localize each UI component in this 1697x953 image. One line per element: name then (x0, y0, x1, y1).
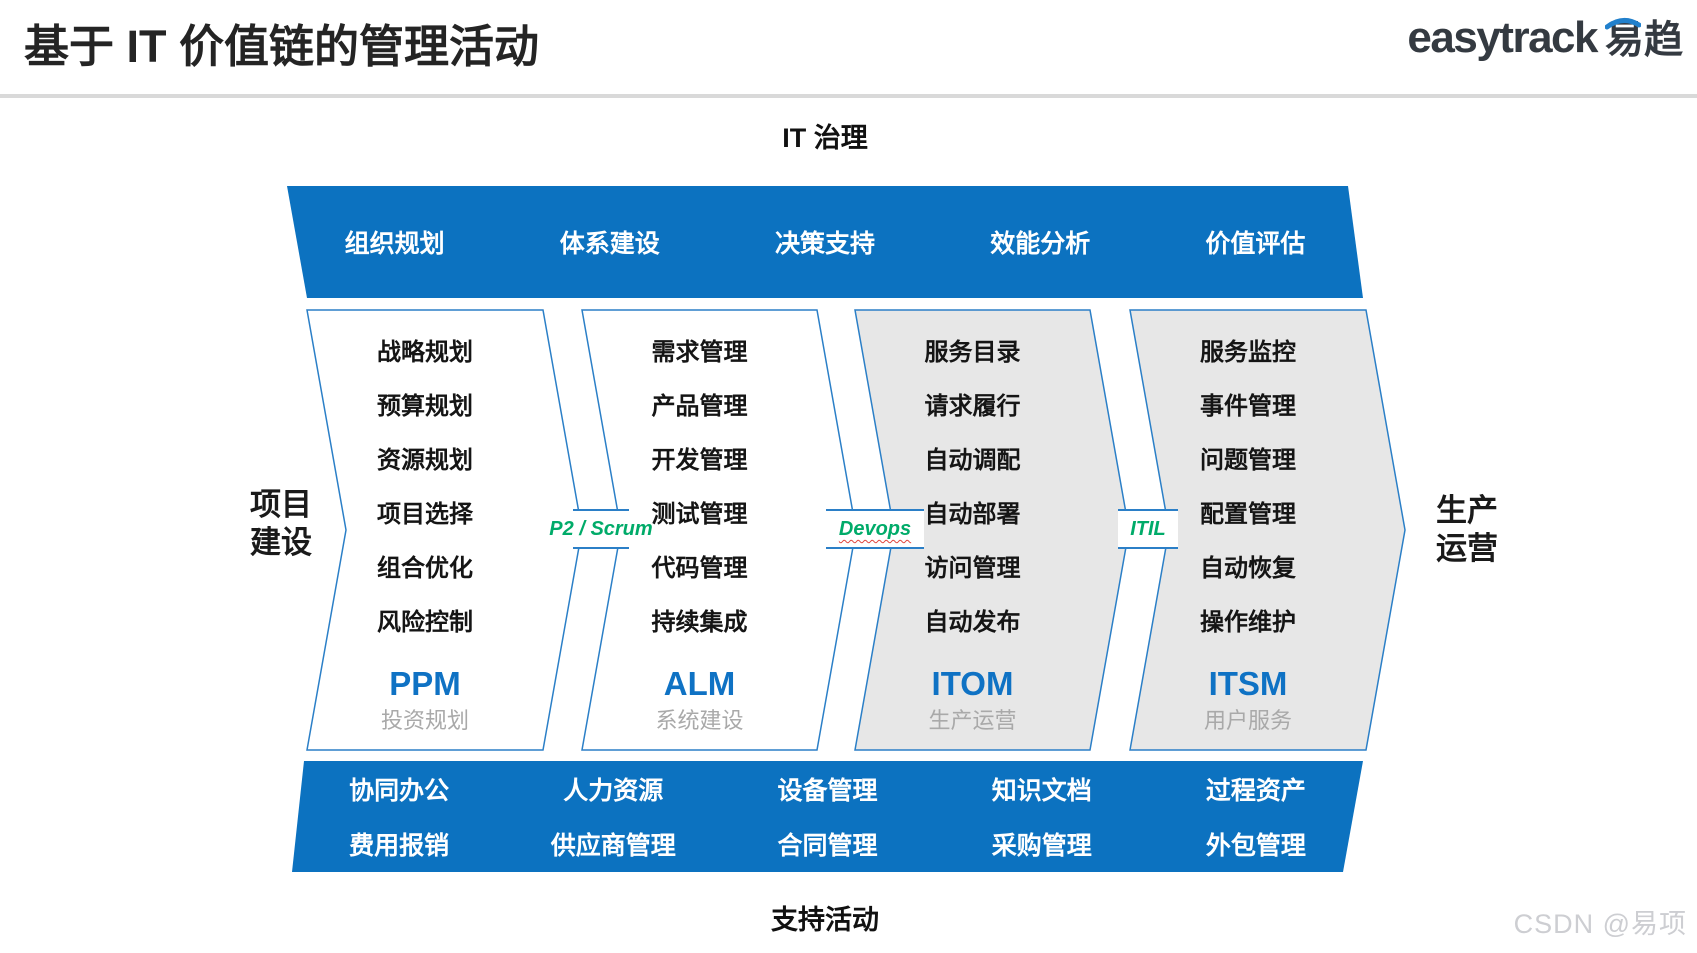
itsm-column: 服务监控 事件管理 问题管理 配置管理 自动恢复 操作维护 ITSM 用户服务 (1130, 310, 1366, 750)
side-label-right-line2: 运营 (1436, 531, 1498, 566)
ppm-item: 资源规划 (377, 447, 473, 474)
governance-band: 组织规划 体系建设 决策支持 效能分析 价值评估 (287, 186, 1363, 298)
connector-box-p2scrum (573, 509, 629, 549)
ppm-item: 项目选择 (377, 501, 473, 528)
itom-acronym: ITOM (931, 665, 1014, 702)
itom-item: 自动部署 (924, 501, 1021, 528)
governance-item: 效能分析 (990, 230, 1091, 258)
itsm-item: 问题管理 (1200, 447, 1296, 474)
itom-item: 服务目录 (924, 339, 1021, 366)
side-label-left-line2: 建设 (250, 525, 312, 560)
ppm-column-shape (306, 309, 583, 751)
itom-column: 服务目录 请求履行 自动调配 自动部署 访问管理 自动发布 ITOM 生产运营 (855, 310, 1090, 750)
brand-logo: easytrack 易趋 (1407, 13, 1683, 62)
itsm-item: 操作维护 (1200, 609, 1296, 636)
connector-itil-label: ITIL (1130, 518, 1166, 540)
watermark: CSDN @易项 (1513, 909, 1687, 939)
alm-item: 需求管理 (651, 339, 748, 366)
it-governance-title: IT 治理 (782, 123, 868, 153)
side-label-project-build: 项目 建设 (226, 486, 336, 562)
alm-item: 持续集成 (651, 609, 748, 636)
alm-acronym: ALM (663, 665, 736, 702)
side-label-right-line1: 生产 (1436, 493, 1498, 528)
support-item: 外包管理 (1205, 832, 1306, 861)
ppm-subtitle: 投资规划 (380, 708, 469, 733)
governance-item: 体系建设 (559, 230, 660, 258)
itom-item: 自动发布 (924, 609, 1021, 636)
governance-item: 决策支持 (775, 230, 876, 258)
alm-item: 产品管理 (651, 393, 748, 420)
connector-p2scrum-label: P2 / Scrum (549, 518, 653, 540)
ppm-item: 组合优化 (377, 555, 473, 582)
support-band-row-2: 费用报销 供应商管理 合同管理 采购管理 外包管理 (292, 817, 1363, 873)
ppm-column: 战略规划 预算规划 资源规划 项目选择 组合优化 风险控制 PPM 投资规划 (307, 310, 543, 750)
connector-devops-label: Devops (838, 518, 912, 540)
alm-column: 需求管理 产品管理 开发管理 测试管理 代码管理 持续集成 ALM 系统建设 (582, 310, 817, 750)
side-label-left-line1: 项目 (250, 487, 312, 522)
itom-item: 自动调配 (924, 447, 1021, 474)
header-divider (0, 94, 1697, 98)
brand-logo-cjk: 易趋 (1604, 18, 1683, 62)
ppm-item: 风险控制 (377, 609, 473, 636)
governance-band-shape (287, 186, 1363, 298)
support-item: 供应商管理 (550, 832, 676, 861)
governance-item: 组织规划 (344, 230, 445, 258)
side-label-production-ops: 生产 运营 (1412, 492, 1522, 568)
support-item: 过程资产 (1205, 776, 1306, 805)
support-band-shape (292, 761, 1363, 872)
support-item: 人力资源 (563, 776, 664, 805)
connector-box-devops (826, 509, 924, 549)
itsm-item: 配置管理 (1200, 501, 1296, 528)
connector-box-itil (1118, 509, 1178, 549)
support-activities-title: 支持活动 (771, 905, 879, 935)
alm-item: 测试管理 (651, 501, 748, 528)
logo-swoosh-icon (1604, 18, 1641, 30)
support-item: 知识文档 (991, 776, 1092, 805)
ppm-item: 预算规划 (377, 393, 473, 420)
alm-subtitle: 系统建设 (655, 708, 744, 733)
support-item: 费用报销 (349, 832, 450, 861)
itsm-subtitle: 用户服务 (1203, 708, 1292, 733)
ppm-acronym: PPM (389, 665, 461, 702)
brand-logo-cjk-text: 易趋 (1604, 19, 1683, 62)
brand-logo-latin: easytrack (1407, 13, 1598, 62)
support-band: 协同办公 人力资源 设备管理 知识文档 过程资产 费用报销 供应商管理 合同管理… (292, 761, 1363, 872)
itsm-item: 事件管理 (1200, 393, 1296, 420)
support-item: 协同办公 (349, 776, 450, 805)
ppm-item: 战略规划 (377, 339, 473, 366)
alm-item: 开发管理 (651, 447, 748, 474)
governance-item: 价值评估 (1205, 230, 1306, 258)
itom-item: 访问管理 (924, 555, 1021, 582)
itsm-acronym: ITSM (1208, 665, 1288, 702)
support-item: 设备管理 (777, 776, 878, 805)
itsm-item: 服务监控 (1200, 339, 1296, 366)
page-title: 基于 IT 价值链的管理活动 (24, 21, 539, 72)
support-band-row-1: 协同办公 人力资源 设备管理 知识文档 过程资产 (292, 761, 1363, 817)
itom-item: 请求履行 (924, 393, 1021, 420)
support-item: 采购管理 (991, 832, 1092, 861)
itsm-item: 自动恢复 (1200, 555, 1296, 582)
itom-subtitle: 生产运营 (928, 708, 1017, 733)
alm-item: 代码管理 (651, 555, 748, 582)
support-item: 合同管理 (777, 832, 878, 861)
